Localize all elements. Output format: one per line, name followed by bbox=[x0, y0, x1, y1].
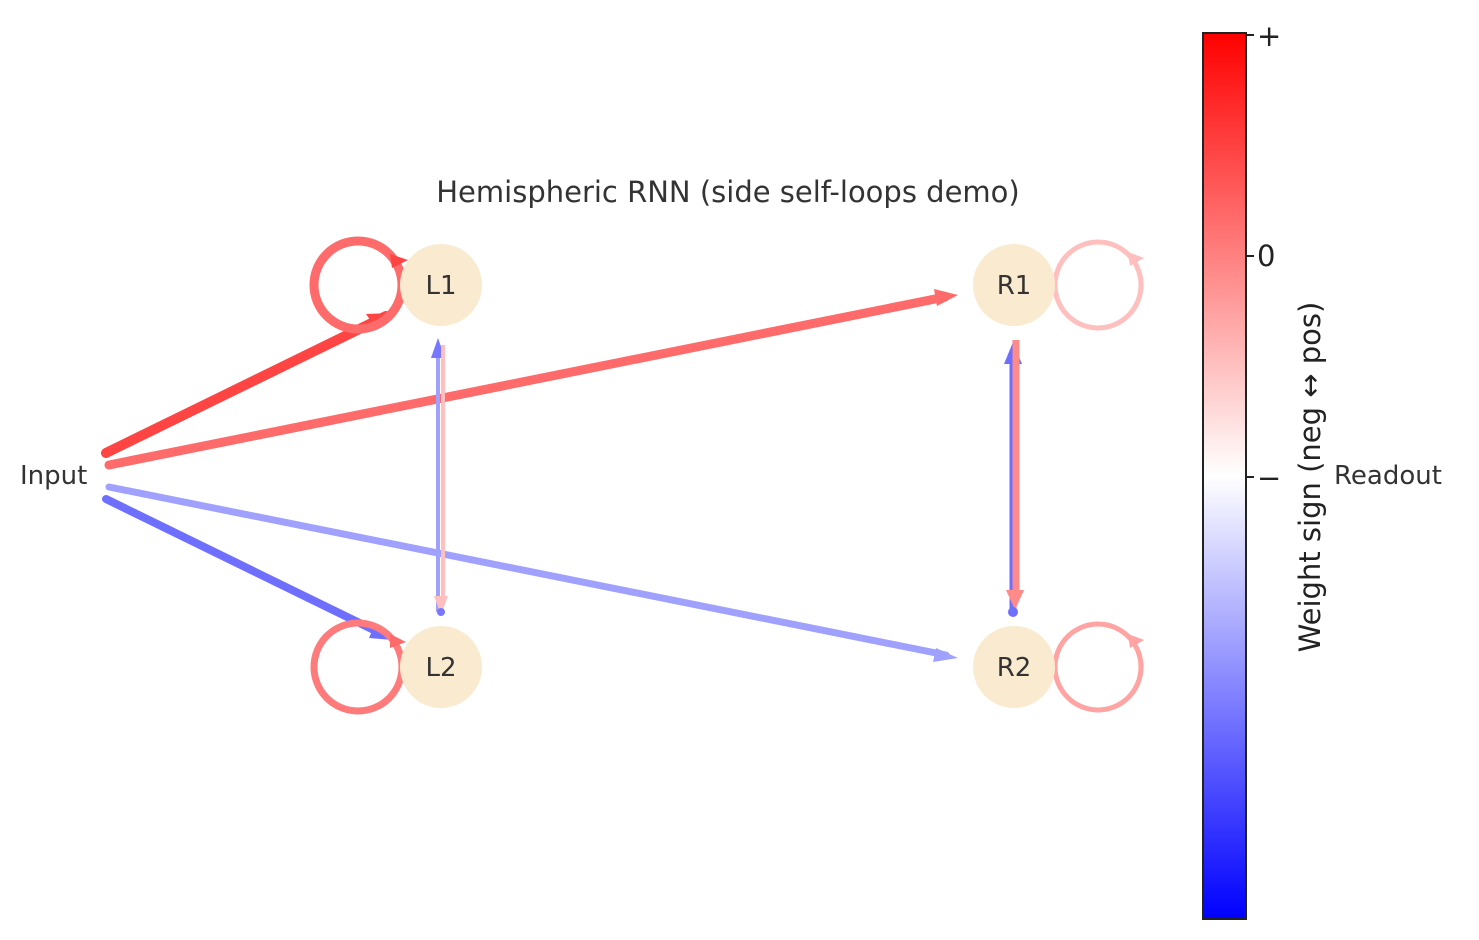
edge-input-l2 bbox=[102, 495, 386, 638]
node-l2-circle[interactable] bbox=[400, 626, 482, 708]
edge-input-r1 bbox=[104, 292, 950, 470]
colorbar-tick-plus: + bbox=[1257, 19, 1281, 53]
node-l1-label: L1 bbox=[425, 271, 456, 301]
arrowhead-r1-r2 bbox=[1006, 590, 1024, 610]
edge-endpoint-l2 bbox=[437, 608, 445, 616]
self-loop-l2 bbox=[310, 619, 406, 715]
node-r1-circle[interactable] bbox=[973, 244, 1055, 326]
diagram-title: Hemispheric RNN (side self-loops demo) bbox=[436, 175, 1019, 209]
left-vertical-edges bbox=[431, 338, 448, 616]
edge-input-r2 bbox=[105, 483, 950, 659]
arrowhead-input-r1 bbox=[934, 289, 958, 306]
node-l1-circle[interactable] bbox=[400, 244, 482, 326]
input-edges bbox=[101, 289, 958, 662]
arrowhead-input-r2 bbox=[933, 648, 958, 662]
colorbar-gradient bbox=[1202, 32, 1247, 920]
edge-input-l1 bbox=[101, 311, 391, 458]
node-l2[interactable]: L2 bbox=[400, 626, 482, 708]
self-loop-r1 bbox=[1052, 239, 1144, 331]
self-loop-r2-arrowhead bbox=[1128, 634, 1144, 648]
node-l1[interactable]: L1 bbox=[400, 244, 482, 326]
node-r2[interactable]: R2 bbox=[973, 626, 1055, 708]
nodes: L1 L2 R1 R2 bbox=[400, 244, 1055, 708]
colorbar-tick-minus: − bbox=[1257, 461, 1281, 495]
self-loop-l2-arrowhead bbox=[390, 634, 406, 648]
colorbar-tick-zero: 0 bbox=[1257, 239, 1275, 273]
self-loop-l1 bbox=[309, 236, 407, 334]
edge-endpoint-r2 bbox=[1008, 607, 1018, 617]
colorbar: + 0 − Weight sign (neg ↔ pos) bbox=[1202, 19, 1327, 920]
node-r2-label: R2 bbox=[997, 653, 1032, 683]
node-r1-label: R1 bbox=[997, 271, 1032, 301]
readout-label: Readout bbox=[1334, 461, 1442, 491]
node-l2-label: L2 bbox=[425, 653, 456, 683]
right-vertical-edges bbox=[1004, 340, 1024, 617]
node-r1[interactable]: R1 bbox=[973, 244, 1055, 326]
colorbar-label: Weight sign (neg ↔ pos) bbox=[1293, 302, 1327, 653]
arrowhead-l1-l2 bbox=[434, 596, 448, 615]
self-loop-l1-arrowhead bbox=[390, 254, 408, 268]
node-r2-circle[interactable] bbox=[973, 626, 1055, 708]
self-loop-r2 bbox=[1052, 621, 1144, 713]
self-loop-r1-arrowhead bbox=[1128, 252, 1144, 266]
input-label: Input bbox=[20, 461, 87, 491]
